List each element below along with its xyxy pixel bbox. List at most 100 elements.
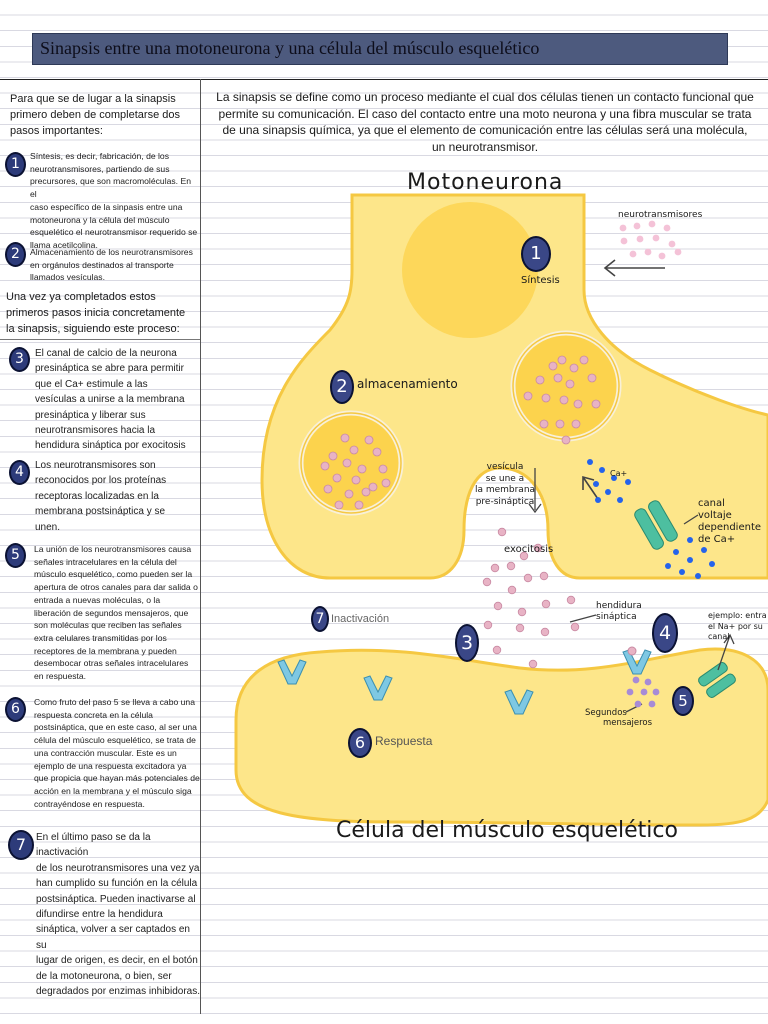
calcium-ion [687,557,693,563]
step7-badge: 7 [8,830,34,860]
second-messenger-dot [632,676,640,684]
cleft-dot [533,543,543,553]
diagram-badge-3: 3 [455,624,479,662]
calcium-channel [634,500,678,550]
calcium-ion [611,475,617,481]
diagram-badge-5: 5 [672,686,694,716]
neurotransmitter-dot [636,235,644,243]
page-title: Sinapsis entre una motoneurona y una cél… [40,38,540,58]
second-messengers [626,676,660,708]
inactivacion-label: Inactivación [331,613,390,625]
step1-badge: 1 [5,152,26,177]
neurotransmitter-dot [629,250,637,258]
step2-badge: 2 [5,242,26,267]
musculo-label: Célula del músculo esquelético [336,818,678,843]
cleft-dot [539,571,549,581]
cleft-dot [540,627,550,637]
vesicle-dot [541,393,551,403]
cleft-dot [517,607,527,617]
diagram-badge-4: 4 [652,613,678,653]
almacenamiento-label: almacenamiento [357,377,458,391]
arrow-vesicle [528,468,542,514]
cleft-dot [493,601,503,611]
second-messenger-dot [634,700,642,708]
cleft-dot [507,585,517,595]
cleft-dot [519,551,529,561]
calcium-ion [665,563,671,569]
arrow-canal [683,514,699,525]
diagram-badge-1: 1 [521,236,551,272]
cleft-dot [492,645,502,655]
second-messenger-dot [648,700,656,708]
vesicle-dot [354,500,364,510]
synthesis-region [402,202,538,338]
calcium-ion [587,459,593,465]
receptor-3 [504,689,534,715]
calcium-ions-outside [665,537,715,579]
ca-label: Ca+ [610,469,628,478]
vesicle-dot [579,355,589,365]
vesicle-dot [559,395,569,405]
vesicle-dot [523,391,533,401]
second-messenger-dot [626,688,634,696]
calcium-ion [687,537,693,543]
step3-badge: 3 [9,347,30,372]
step4-badge: 4 [9,460,30,485]
respuesta-label: Respuesta [375,734,433,748]
vesicle-dot [368,482,378,492]
vesicle-dot [591,399,601,409]
vesicle-dot [573,399,583,409]
calcium-ion [617,497,623,503]
cleft-dot [506,561,516,571]
step5-badge: 5 [5,543,26,568]
neurotransmitter-dot [648,220,656,228]
vesicle-dot [357,464,367,474]
second-messenger-dot [640,688,648,696]
sodium-channel [698,662,736,698]
diagram-badge-6: 6 [348,728,372,758]
neurotransmitter-dot [620,237,628,245]
muscle-cell [234,647,768,827]
neurotransmitter-dot [619,224,627,232]
neurotransmitter-dot [663,224,671,232]
neurotransmitter-dot [658,252,666,260]
receptor-2 [363,675,393,701]
vesicle-dot [561,435,571,445]
calcium-ion [595,497,601,503]
synapse-diagram [234,193,768,827]
step6-badge: 6 [5,697,26,722]
calcium-ion [701,547,707,553]
neurotransmitter-cloud [619,220,682,260]
vesicle-dot [349,445,359,455]
step6-text: Como fruto del paso 5 se lleva a cabo un… [34,697,200,809]
vesicle-dot [372,447,382,457]
bound-neurotransmitter [627,646,637,656]
vesicle-dot [334,500,344,510]
cleft-dot [566,595,576,605]
cleft-dot [541,599,551,609]
vesicle-dot [342,458,352,468]
receptor-1 [277,659,307,685]
neurotransmitter-dot [633,222,641,230]
diagram-badge-2: 2 [330,370,354,404]
cleft-dot [523,573,533,583]
neurotransmisores-label: neurotransmisores [618,210,703,220]
vesicle-dot [344,489,354,499]
cleft-dot [490,563,500,573]
motoneurona-label: Motoneurona [407,170,564,195]
vesicle-dot [555,419,565,429]
receptor-4 [622,649,652,675]
calcium-ion [625,479,631,485]
vesicle-dot [565,379,575,389]
calcium-ion [709,561,715,567]
calcium-ion [695,573,701,579]
